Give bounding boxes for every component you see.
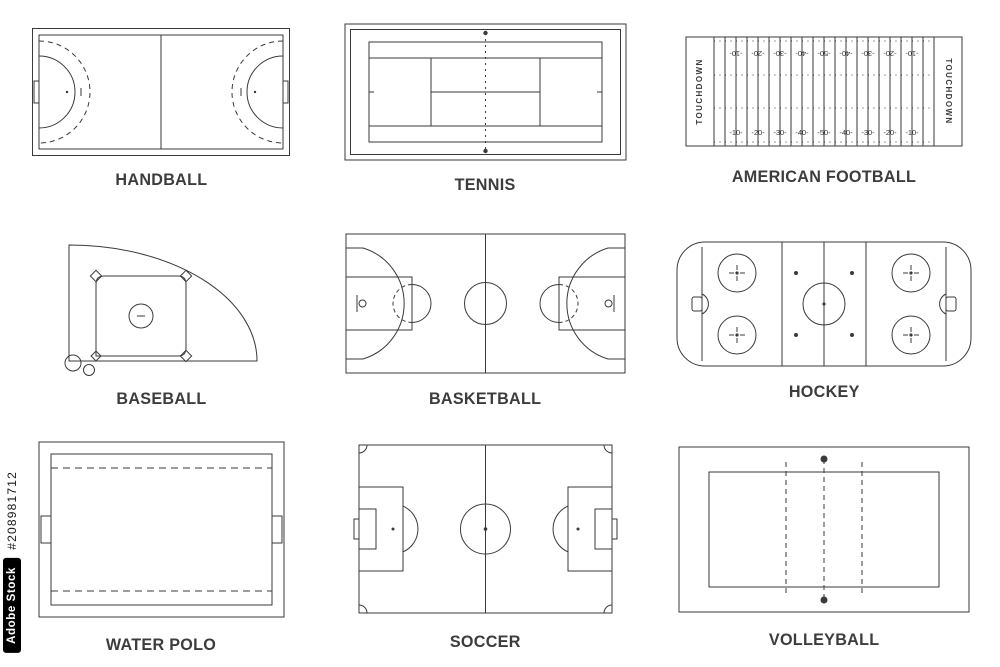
- yard-number: -20-: [751, 49, 765, 58]
- yard-number: -30-: [861, 128, 875, 137]
- yard-numbers-top: -10- -20- -30- -40- -50- -40- -30- -20- …: [729, 49, 919, 58]
- yard-number: -40-: [839, 128, 853, 137]
- handball-cell: HANDBALL: [0, 0, 322, 216]
- hockey-rink-diagram: [676, 241, 972, 366]
- tennis-cell: TENNIS: [322, 0, 648, 216]
- yard-number: -40-: [795, 128, 809, 137]
- basketball-court-diagram: [345, 233, 625, 374]
- yard-numbers-bottom: -10- -20- -30- -40- -50- -40- -30- -20- …: [729, 128, 919, 137]
- yard-number: -30-: [773, 49, 787, 58]
- baseball-label: BASEBALL: [115, 389, 207, 408]
- water-polo-pool-diagram: [38, 441, 284, 617]
- basketball-cell: BASKETBALL: [322, 216, 648, 424]
- soccer-cell: SOCCER: [322, 424, 648, 667]
- american-football-field-diagram: -10- -20- -30- -40- -50- -40- -30- -20- …: [685, 36, 963, 147]
- yard-number: -50-: [817, 128, 831, 137]
- yard-number: -30-: [861, 49, 875, 58]
- soccer-label: SOCCER: [449, 632, 521, 651]
- yard-number: -10-: [729, 128, 743, 137]
- yard-number: -10-: [905, 49, 919, 58]
- yard-number: -10-: [905, 128, 919, 137]
- hockey-label: HOCKEY: [788, 381, 860, 401]
- yard-number: -30-: [773, 128, 787, 137]
- handball-field-diagram: [32, 27, 290, 156]
- handball-label: HANDBALL: [114, 169, 208, 189]
- baseball-cell: BASEBALL: [0, 216, 322, 424]
- yard-number: -20-: [751, 128, 765, 137]
- volleyball-cell: VOLLEYBALL: [648, 424, 1000, 667]
- touchdown-right-text: TOUCHDOWN: [944, 58, 953, 124]
- volleyball-court-diagram: [678, 446, 970, 612]
- american-football-label: AMERICAN FOOTBALL: [731, 167, 917, 186]
- water-polo-label: WATER POLO: [105, 634, 217, 654]
- tennis-court-diagram: [344, 23, 626, 160]
- hockey-cell: HOCKEY: [648, 216, 1000, 424]
- volleyball-label: VOLLEYBALL: [768, 629, 880, 649]
- american-football-cell: -10- -20- -30- -40- -50- -40- -30- -20- …: [648, 0, 1000, 216]
- yard-number: -50-: [817, 49, 831, 58]
- yard-number: -40-: [795, 49, 809, 58]
- touchdown-left-text: TOUCHDOWN: [695, 58, 704, 124]
- stock-watermark: #208981712 Adobe Stock: [3, 471, 21, 653]
- yard-number: -40-: [839, 49, 853, 58]
- baseball-field-diagram: [64, 244, 258, 376]
- stock-id-text: #208981712: [5, 471, 19, 551]
- soccer-field-diagram: [353, 444, 617, 614]
- yard-number: -10-: [729, 49, 743, 58]
- yard-number: -20-: [883, 128, 897, 137]
- water-polo-cell: WATER POLO: [0, 424, 322, 667]
- basketball-label: BASKETBALL: [428, 389, 542, 408]
- yard-number: -20-: [883, 49, 897, 58]
- stock-brand-badge: Adobe Stock: [3, 558, 21, 653]
- tennis-label: TENNIS: [454, 174, 516, 194]
